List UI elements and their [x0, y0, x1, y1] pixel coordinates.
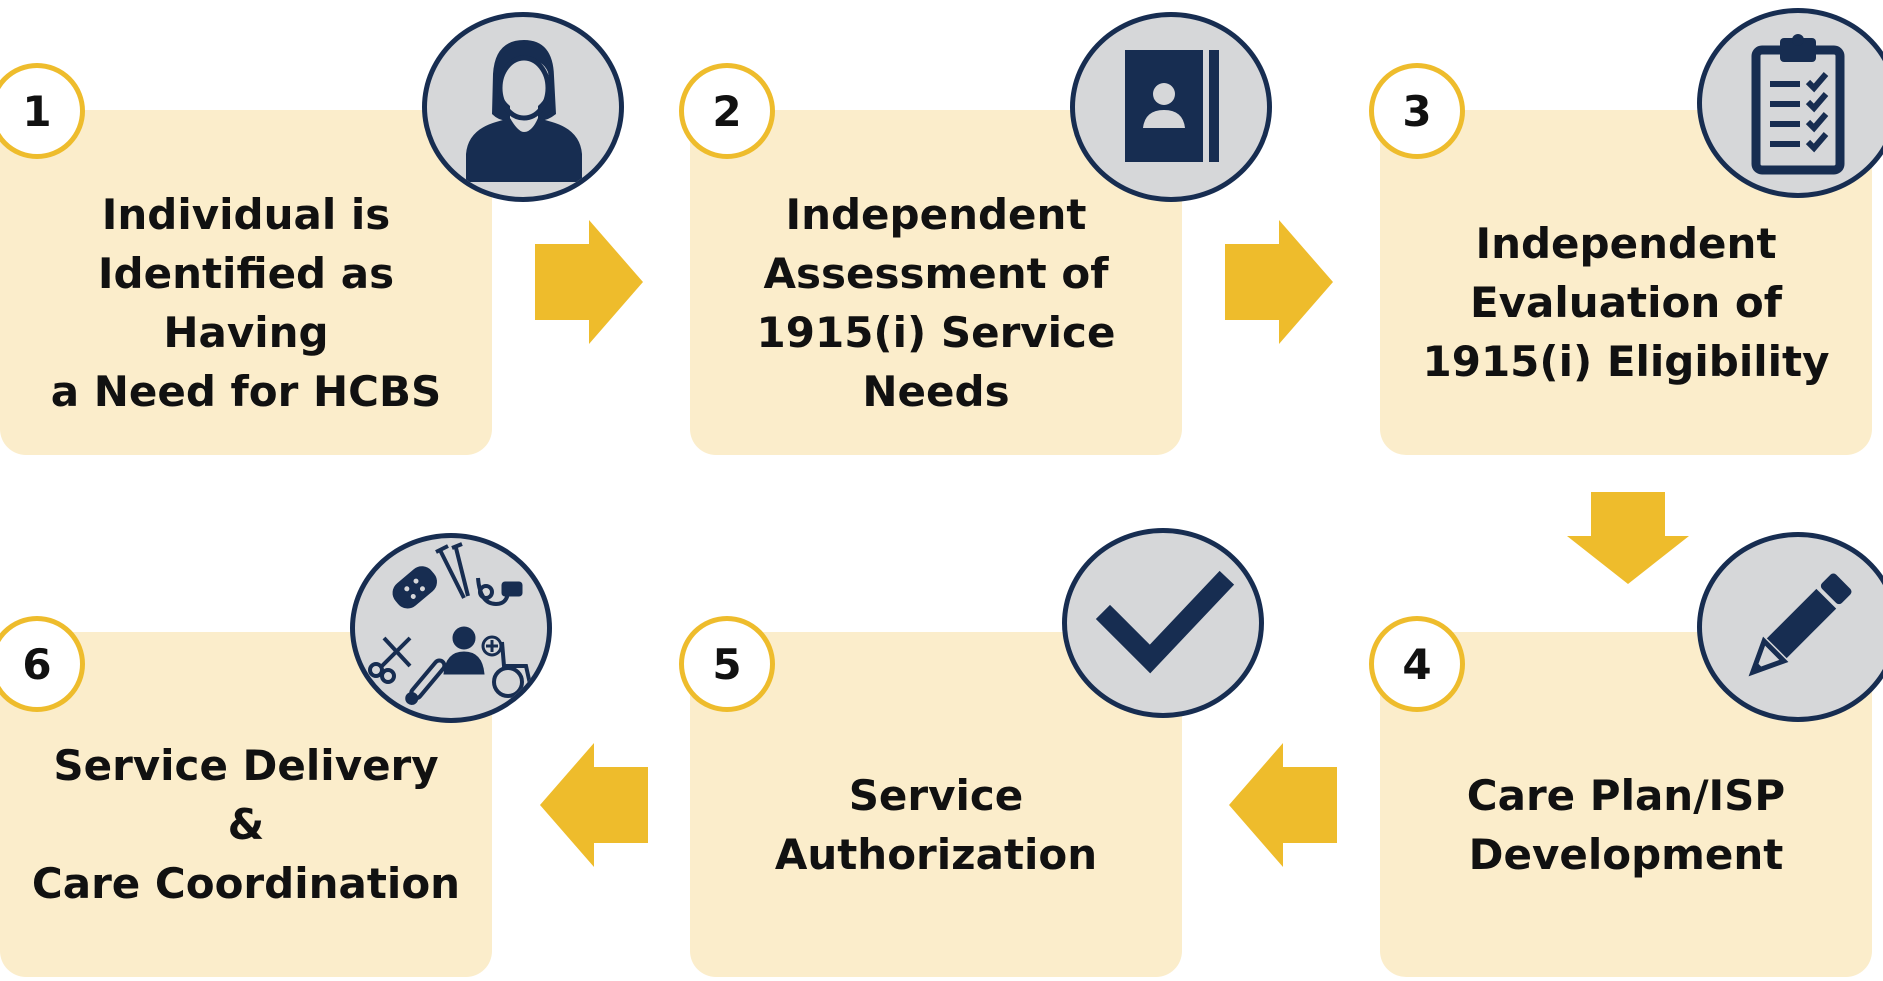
arrow-left-2	[540, 743, 648, 867]
person-icon	[422, 12, 624, 202]
step-card-2: Independent Assessment of 1915(i) Servic…	[690, 110, 1182, 455]
step-number-4: 4	[1369, 616, 1465, 712]
step-card-1: Individual is Identified as Having a Nee…	[0, 110, 492, 455]
contact-book-icon	[1070, 12, 1272, 202]
step-label-1: Individual is Identified as Having a Nee…	[50, 189, 442, 416]
arrow-right-2	[1225, 220, 1333, 344]
step-label-3: Independent Evaluation of 1915(i) Eligib…	[1422, 219, 1830, 386]
clipboard-checklist-icon	[1697, 8, 1883, 198]
step-number-5: 5	[679, 616, 775, 712]
arrow-down-1	[1567, 492, 1689, 584]
step-label-2: Independent Assessment of 1915(i) Servic…	[756, 189, 1116, 416]
step-number-3: 3	[1369, 63, 1465, 159]
step-number-2: 2	[679, 63, 775, 159]
step-number-6: 6	[0, 616, 85, 712]
checkmark-icon	[1062, 528, 1264, 718]
step-number-1: 1	[0, 63, 85, 159]
pencil-icon	[1697, 532, 1883, 722]
arrow-right-1	[535, 220, 643, 344]
step-label-4: Care Plan/ISP Development	[1466, 770, 1786, 879]
step-label-6: Service Delivery & Care Coordination	[31, 741, 461, 908]
step-label-5: Service Authorization	[774, 770, 1098, 879]
arrow-left-1	[1229, 743, 1337, 867]
medical-supplies-icon	[350, 533, 552, 723]
